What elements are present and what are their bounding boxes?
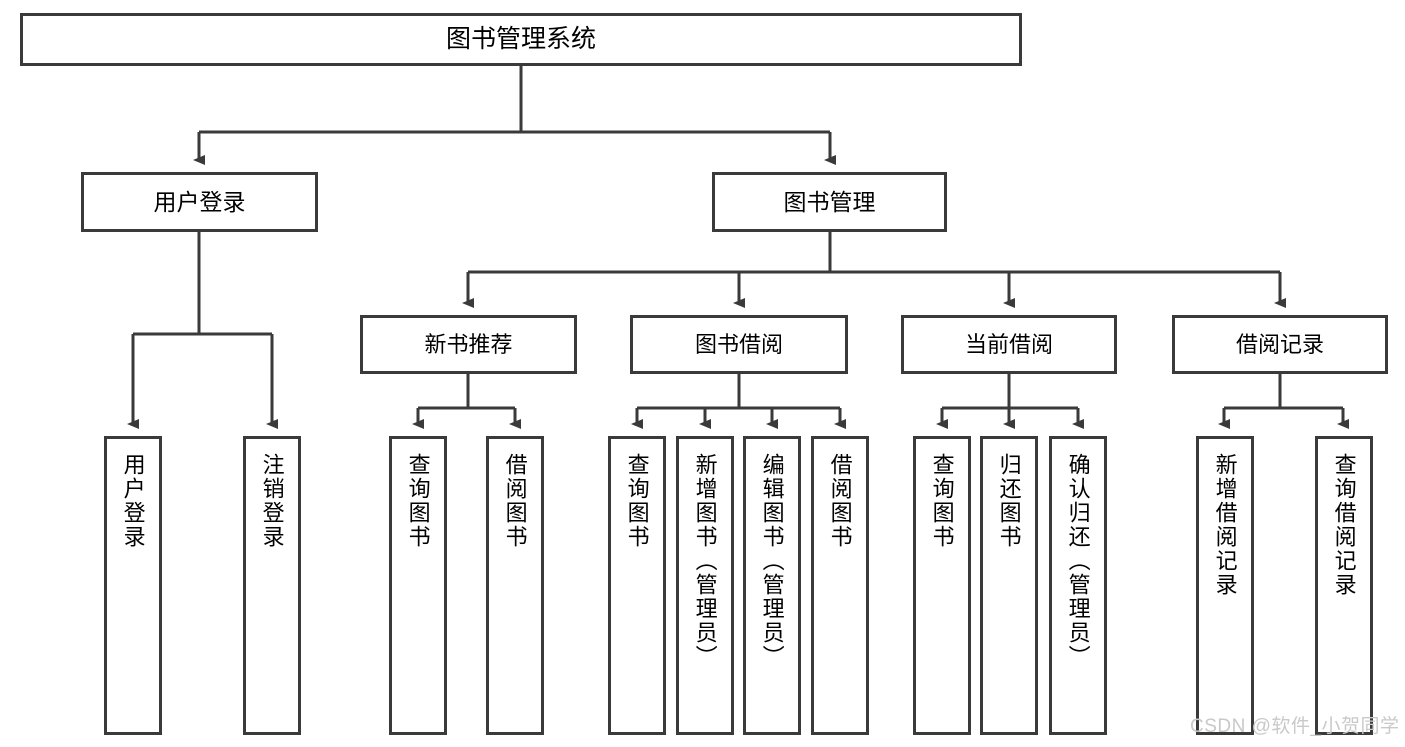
leaf-current-confirm-return-admin-label: 确认归还（管理员） [1065, 453, 1091, 669]
leaf-record-query-borrow-record[interactable]: 查询借阅记录 [1315, 436, 1373, 735]
leaf-recommend-borrow-book-label: 借阅图书 [502, 453, 528, 549]
node-current-borrow[interactable]: 当前借阅 [901, 315, 1117, 374]
leaf-borrow-borrow-book-label: 借阅图书 [827, 453, 853, 549]
leaf-borrow-borrow-book[interactable]: 借阅图书 [811, 436, 869, 735]
node-book-management-label: 图书管理 [783, 188, 876, 215]
leaf-current-confirm-return-admin[interactable]: 确认归还（管理员） [1049, 436, 1107, 735]
leaf-borrow-query-book[interactable]: 查询图书 [608, 436, 666, 735]
leaf-user-login-label: 用户登录 [120, 453, 146, 549]
node-new-book-recommend-label: 新书推荐 [424, 331, 513, 357]
leaf-borrow-edit-book-admin[interactable]: 编辑图书（管理员） [743, 436, 801, 735]
node-root-label: 图书管理系统 [445, 25, 596, 54]
leaf-borrow-edit-book-admin-label: 编辑图书（管理员） [759, 453, 785, 669]
leaf-recommend-query-book[interactable]: 查询图书 [389, 436, 447, 735]
watermark-text: CSDN @软件_小贺同学 [1190, 716, 1400, 737]
node-book-management[interactable]: 图书管理 [712, 172, 947, 232]
leaf-current-return-book[interactable]: 归还图书 [980, 436, 1038, 735]
leaf-borrow-add-book-admin-label: 新增图书（管理员） [692, 453, 718, 669]
leaf-user-logout-label: 注销登录 [259, 453, 285, 549]
node-new-book-recommend[interactable]: 新书推荐 [360, 315, 577, 374]
leaf-record-add-borrow-record-label: 新增借阅记录 [1212, 453, 1238, 597]
leaf-borrow-add-book-admin[interactable]: 新增图书（管理员） [676, 436, 734, 735]
node-book-borrow[interactable]: 图书借阅 [630, 315, 848, 374]
leaf-user-login[interactable]: 用户登录 [104, 436, 162, 735]
node-user-login[interactable]: 用户登录 [81, 172, 318, 232]
leaf-user-logout[interactable]: 注销登录 [243, 436, 301, 735]
leaf-record-query-borrow-record-label: 查询借阅记录 [1331, 453, 1357, 597]
node-current-borrow-label: 当前借阅 [964, 331, 1053, 357]
leaf-borrow-query-book-label: 查询图书 [624, 453, 650, 549]
leaf-recommend-borrow-book[interactable]: 借阅图书 [486, 436, 544, 735]
leaf-record-add-borrow-record[interactable]: 新增借阅记录 [1196, 436, 1254, 735]
node-user-login-label: 用户登录 [153, 188, 246, 215]
node-borrow-record[interactable]: 借阅记录 [1172, 315, 1388, 374]
leaf-current-return-book-label: 归还图书 [996, 453, 1022, 549]
node-book-borrow-label: 图书借阅 [694, 331, 783, 357]
leaf-current-query-book[interactable]: 查询图书 [913, 436, 971, 735]
leaf-current-query-book-label: 查询图书 [929, 453, 955, 549]
leaf-recommend-query-book-label: 查询图书 [405, 453, 431, 549]
node-root[interactable]: 图书管理系统 [20, 13, 1022, 66]
node-borrow-record-label: 借阅记录 [1235, 331, 1324, 357]
